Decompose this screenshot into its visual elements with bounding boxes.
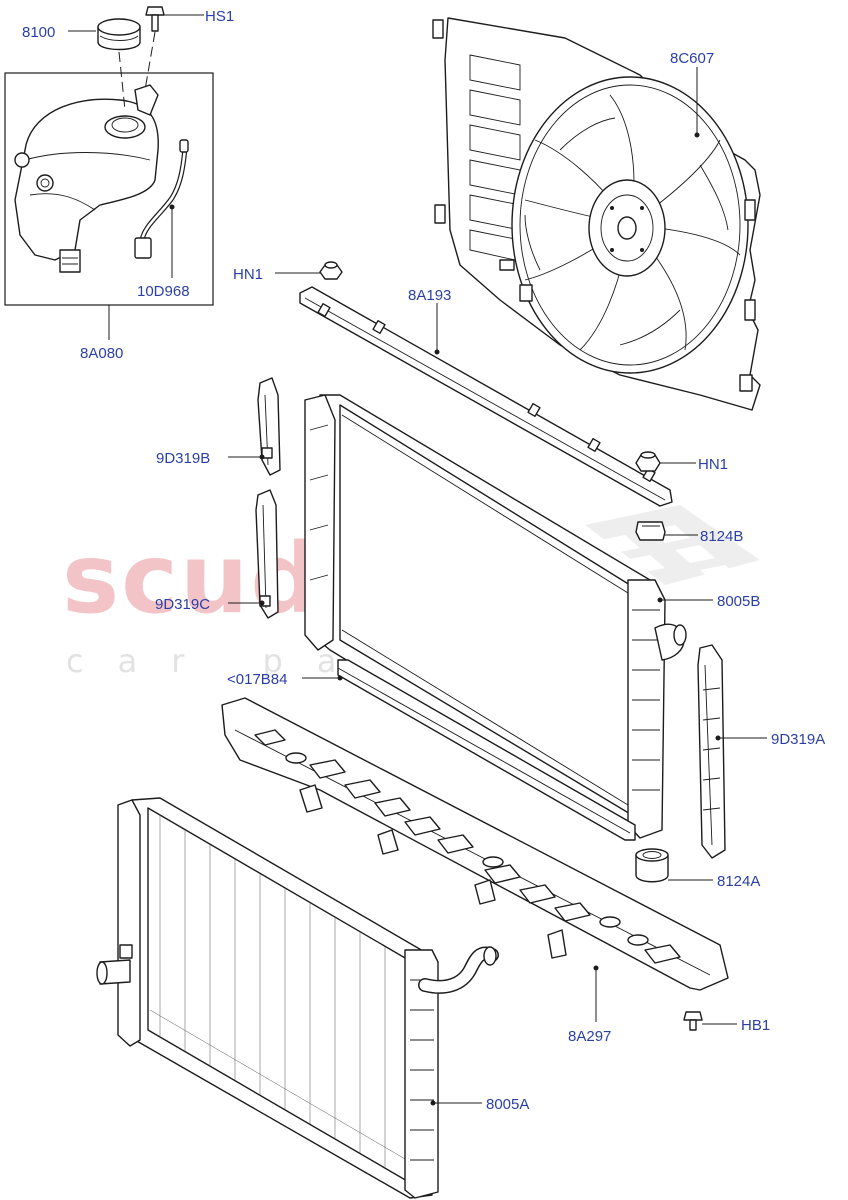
label-9d319c: 9D319C	[155, 596, 210, 613]
label-8124a: 8124A	[717, 873, 760, 890]
label-8005b: 8005B	[717, 593, 760, 610]
label-017b84: <017B84	[227, 671, 287, 688]
cap-dash-line	[118, 51, 126, 111]
checkered-flag-icon	[585, 505, 760, 585]
label-hn1-right: HN1	[698, 456, 728, 473]
leader-lines	[68, 14, 767, 1106]
label-8100: 8100	[22, 24, 55, 41]
label-10d968: 10D968	[137, 283, 190, 300]
foam-strip	[337, 659, 636, 841]
label-8a193: 8A193	[408, 287, 451, 304]
seal-9d319c	[255, 489, 279, 619]
label-8a297: 8A297	[568, 1028, 611, 1045]
fan-hub	[588, 179, 666, 277]
label-8c607: 8C607	[670, 50, 714, 67]
screw-hs1-icon	[145, 6, 165, 32]
seal-9d319a	[697, 644, 726, 859]
screw-dash-line	[144, 31, 156, 91]
label-8124b: 8124B	[700, 528, 743, 545]
label-hn1-top: HN1	[233, 266, 263, 283]
expansion-tank	[14, 84, 159, 273]
label-hb1: HB1	[741, 1017, 770, 1034]
nut-hn1-top-icon	[319, 261, 343, 280]
part-labels: 8100 HS1 8C607 10D968 8A080 HN1 8A193 9D…	[22, 8, 825, 1113]
label-8a080: 8A080	[80, 345, 123, 362]
label-9d319a: 9D319A	[771, 731, 825, 748]
label-8005a: 8005A	[486, 1096, 529, 1113]
label-hs1: HS1	[205, 8, 234, 25]
lower-carrier-bracket	[221, 697, 729, 991]
filler-cap	[97, 18, 141, 51]
seal-9d319b	[257, 377, 281, 476]
radiator-8005a-fins	[149, 815, 413, 1168]
radiator-8005b	[304, 394, 687, 839]
mount-8124b-icon	[635, 521, 666, 541]
bolt-hb1-icon	[683, 1011, 703, 1031]
cooling-fan-assembly	[432, 17, 761, 411]
carrier-cutouts	[254, 729, 681, 964]
upper-mounting-bracket	[299, 286, 673, 507]
nut-hn1-right-icon	[635, 451, 661, 472]
expansion-tank-group	[4, 72, 214, 306]
mount-8124a-icon	[635, 848, 669, 883]
coolant-level-sensor-hose	[134, 139, 189, 259]
label-9d319b: 9D319B	[156, 450, 210, 467]
radiator-8005a	[96, 797, 499, 1199]
